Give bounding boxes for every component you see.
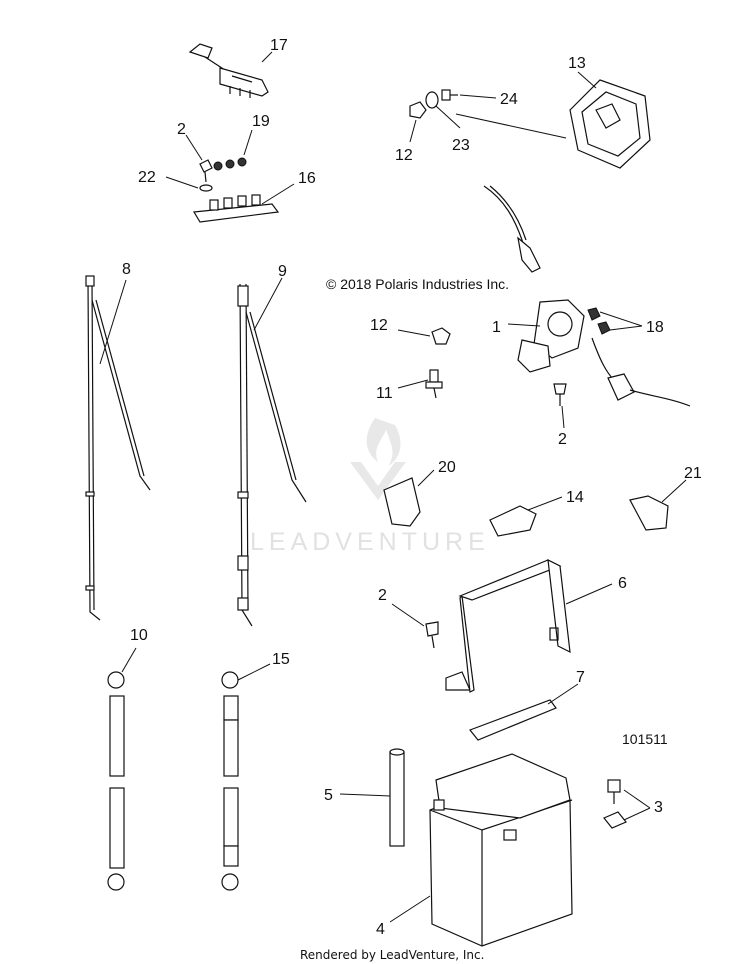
callout-21: 21 — [684, 465, 702, 482]
part-6-bracket — [445, 558, 571, 693]
part-24-screw — [441, 89, 458, 101]
part-17-tether-plug — [188, 43, 269, 98]
callout-4: 4 — [376, 921, 385, 938]
callouts: 17 2 19 22 16 13 24 12 23 1 18 12 11 2 8… — [122, 37, 702, 938]
part-23-washer — [425, 91, 439, 109]
callout-9: 9 — [278, 263, 287, 280]
watermark-text: LEADVENTURE — [250, 528, 490, 556]
callout-2-mid: 2 — [558, 431, 567, 448]
callout-11: 11 — [376, 385, 393, 402]
callout-24: 24 — [500, 91, 518, 108]
part-14-boot — [489, 505, 537, 537]
callout-1: 1 — [492, 319, 501, 336]
callout-3: 3 — [654, 799, 663, 816]
callout-19: 19 — [252, 113, 270, 130]
callout-7: 7 — [576, 669, 585, 686]
callout-6: 6 — [618, 575, 627, 592]
callout-22: 22 — [138, 169, 156, 186]
part-15-cable — [221, 671, 239, 891]
part-2-bolt-low — [425, 621, 439, 649]
part-2-bolt-top — [199, 159, 213, 183]
callout-20: 20 — [438, 459, 456, 476]
part-12-nut-mid — [431, 327, 451, 345]
part-19-nuts — [213, 157, 247, 171]
callout-15: 15 — [272, 651, 290, 668]
copyright-notice: © 2018 Polaris Industries Inc. — [326, 276, 509, 292]
part-12-nut-top — [409, 101, 427, 119]
part-8-cable — [85, 275, 151, 621]
callout-13: 13 — [568, 55, 586, 72]
part-21-boot — [629, 495, 669, 531]
watermark: LEADVENTURE — [250, 418, 490, 556]
part-20-boot — [383, 477, 421, 527]
part-7-pad — [469, 699, 557, 741]
part-2-bolt-mid — [553, 383, 567, 406]
part-11-stud — [425, 369, 443, 399]
part-16-terminal-block — [192, 194, 280, 223]
part-3-hardware — [603, 779, 627, 829]
callout-2-low: 2 — [378, 587, 387, 604]
callout-16: 16 — [298, 170, 316, 187]
callout-8: 8 — [122, 261, 131, 278]
callout-12-mid: 12 — [370, 317, 388, 334]
part-1-solenoid — [483, 185, 691, 407]
callout-18: 18 — [646, 319, 664, 336]
figure-number: 101511 — [622, 731, 668, 747]
leader-lines — [99, 51, 687, 923]
footer-credit: Rendered by LeadVenture, Inc. — [300, 948, 484, 962]
callout-2-top: 2 — [177, 121, 186, 138]
callout-17: 17 — [270, 37, 288, 54]
callout-23: 23 — [452, 137, 470, 154]
callout-10: 10 — [130, 627, 148, 644]
part-9-cable — [237, 283, 307, 627]
part-10-cable — [107, 671, 125, 891]
part-13-cover — [569, 79, 651, 169]
part-4-battery — [429, 753, 573, 947]
callout-5: 5 — [324, 787, 333, 804]
part-5-tube — [389, 748, 405, 847]
part-18-nuts — [587, 307, 611, 335]
callout-12-top: 12 — [395, 147, 413, 164]
callout-14: 14 — [566, 489, 584, 506]
part-22-washer — [199, 184, 213, 192]
